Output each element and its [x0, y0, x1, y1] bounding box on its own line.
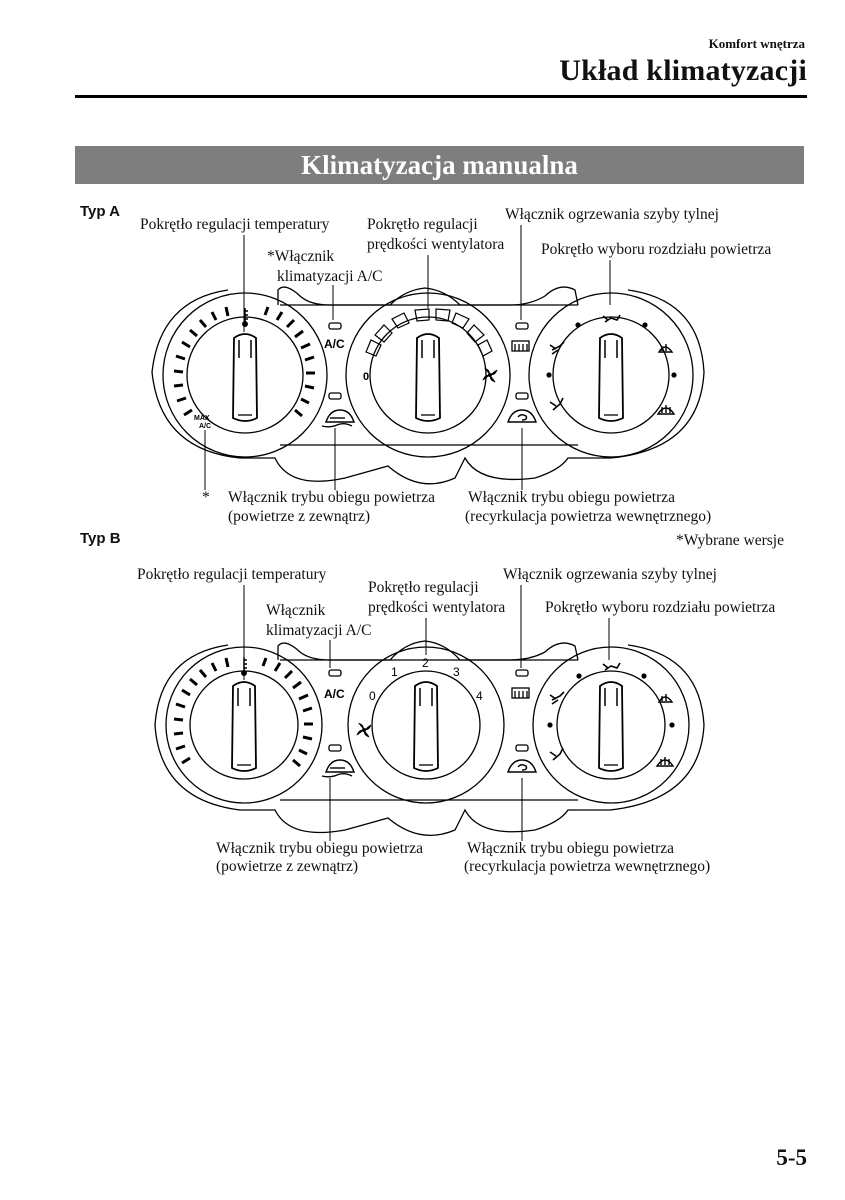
header-rule [75, 95, 807, 98]
bi-level-icon [549, 341, 565, 355]
type-b-ac-switch-callout-1: Włącznik [266, 602, 326, 619]
type-b-fan-speed-1: 1 [391, 665, 398, 679]
type-b-rear-defrost-switch[interactable] [511, 687, 530, 699]
type-a-fresh-air-indicator [328, 392, 342, 400]
type-a-fan-knob-callout-1: Pokrętło regulacji [367, 216, 478, 233]
type-b-temp-knob-callout: Pokrętło regulacji temperatury [137, 566, 327, 583]
temperature-scale-ticks [173, 306, 315, 418]
type-b-mode-knob[interactable] [532, 646, 690, 804]
temperature-scale-ticks [173, 657, 313, 768]
fresh-air-icon [321, 759, 355, 778]
type-b-fresh-air-indicator [328, 744, 342, 752]
type-a-mode-knob[interactable] [528, 292, 694, 458]
section-banner: Klimatyzacja manualna [75, 146, 804, 184]
type-a-mode-knob-callout: Pokrętło wyboru rozdziału powietrza [541, 241, 772, 258]
mode-position-dots [547, 673, 675, 728]
type-b-recirc-indicator [515, 744, 529, 752]
type-a-ac-indicator [328, 322, 342, 330]
face-vent-icon [602, 314, 621, 323]
type-b-fan-knob-callout-1: Pokrętło regulacji [368, 579, 479, 596]
type-a-fan-off-label: 0 [363, 371, 369, 383]
type-b-ac-indicator [328, 669, 342, 677]
floor-defrost-icon [657, 694, 674, 703]
type-b-temperature-knob[interactable] [165, 646, 323, 804]
type-b-fresh-air-switch[interactable] [321, 759, 355, 778]
mode-position-dots [546, 322, 677, 378]
type-a-max-label: MAX [194, 415, 210, 422]
section-name: Komfort wnętrza [708, 36, 805, 51]
type-a-max-ac-asterisk: * [202, 489, 210, 506]
page-number: 5-5 [776, 1145, 807, 1170]
type-a-recirc-indicator [515, 392, 529, 400]
type-b-label: Typ B [80, 530, 121, 547]
type-b-fan-speed-knob[interactable] [347, 646, 505, 804]
type-a-panel [151, 286, 705, 485]
face-vent-icon [602, 662, 621, 671]
floor-icon [549, 747, 564, 761]
type-b-fan-speed-3: 3 [453, 665, 460, 679]
type-a-recirc-switch[interactable] [507, 409, 537, 423]
type-b-recirc-callout-1: Włącznik trybu obiegu powietrza [467, 840, 675, 857]
type-b-fan-knob-callout-2: prędkości wentylatora [368, 599, 506, 616]
windshield-defrost-icon [656, 405, 676, 415]
recirculation-icon [507, 409, 537, 423]
bi-level-icon [549, 691, 565, 705]
type-b-recirc-callout-2: (recyrkulacja powietrza wewnętrznego) [464, 858, 711, 875]
floor-icon [549, 397, 564, 411]
type-b-ac-switch-callout-2: klimatyzacji A/C [266, 622, 372, 639]
fresh-air-icon [321, 409, 355, 428]
type-a-fresh-air-callout-1: Włącznik trybu obiegu powietrza [228, 489, 436, 506]
fan-icon [356, 722, 372, 738]
type-a-ac-switch-callout-1: *Włącznik [267, 248, 335, 265]
type-a-fresh-air-switch[interactable] [321, 409, 355, 428]
type-a-temp-knob-callout: Pokrętło regulacji temperatury [140, 216, 330, 233]
type-b-fan-speed-4: 4 [476, 689, 483, 703]
type-a-recirc-callout-2: (recyrkulacja powietrza wewnętrznego) [465, 508, 712, 525]
type-a-max-ac-label: A/C [199, 423, 211, 430]
type-b-fan-speed-0: 0 [369, 689, 376, 703]
type-a-rear-defrost-indicator [515, 322, 529, 330]
type-b-fan-speed-2: 2 [422, 656, 429, 670]
type-a-label: Typ A [80, 203, 120, 220]
type-b-recirc-switch[interactable] [507, 759, 537, 773]
type-b-leader-lines [243, 585, 610, 841]
type-b-rear-defrost-callout: Włącznik ogrzewania szyby tylnej [503, 566, 717, 583]
type-a-fan-knob-callout-2: prędkości wentylatora [367, 236, 505, 253]
type-a-ac-label: A/C [324, 337, 345, 351]
rear-defrost-icon [511, 340, 530, 352]
type-a-recirc-callout-1: Włącznik trybu obiegu powietrza [468, 489, 676, 506]
type-a-rear-defrost-callout: Włącznik ogrzewania szyby tylnej [505, 206, 719, 223]
page-title: Układ klimatyzacji [559, 54, 807, 87]
rear-defrost-icon [511, 687, 530, 699]
windshield-defrost-icon [655, 757, 675, 767]
type-b-mode-knob-callout: Pokrętło wyboru rozdziału powietrza [545, 599, 776, 616]
type-b-ac-label: A/C [324, 687, 345, 701]
selected-versions-footnote: *Wybrane wersje [676, 532, 784, 549]
type-a-fan-speed-knob[interactable] [345, 292, 511, 458]
type-a-leader-lines [204, 225, 611, 490]
type-b-fresh-air-callout-2: (powietrze z zewnątrz) [216, 858, 358, 875]
fan-speed-segments [365, 308, 493, 357]
type-a-rear-defrost-switch[interactable] [511, 340, 530, 352]
type-b-fresh-air-callout-1: Włącznik trybu obiegu powietrza [216, 840, 424, 857]
floor-defrost-icon [657, 344, 674, 353]
type-a-fresh-air-callout-2: (powietrze z zewnątrz) [228, 508, 370, 525]
fan-icon [482, 367, 498, 383]
type-a-ac-switch-callout-2: klimatyzacji A/C [277, 268, 383, 285]
type-b-rear-defrost-indicator [515, 669, 529, 677]
type-a-temperature-knob[interactable] [162, 292, 328, 458]
recirculation-icon [507, 759, 537, 773]
